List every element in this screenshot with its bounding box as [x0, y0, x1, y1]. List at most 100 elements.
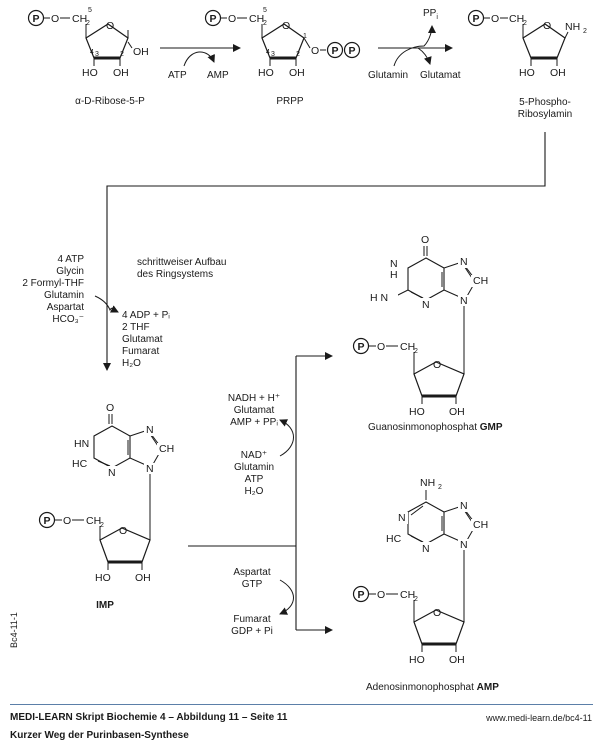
phosphate-circle — [27, 9, 45, 27]
svg-text:N: N — [146, 424, 154, 436]
svg-text:OH: OH — [113, 67, 129, 79]
svg-text:OH: OH — [133, 46, 149, 58]
svg-text:2: 2 — [263, 20, 267, 27]
pathway-connector — [94, 132, 546, 371]
svg-text:O: O — [491, 13, 499, 25]
svg-text:N: N — [460, 295, 468, 307]
svg-text:P: P — [210, 13, 217, 25]
svg-text:OH: OH — [449, 406, 465, 418]
svg-text:N: N — [146, 463, 154, 475]
amp-reaction-outputs: Fumarat GDP + Pi — [231, 614, 273, 637]
svg-text:2: 2 — [86, 20, 90, 27]
svg-text:P: P — [349, 45, 356, 57]
imp-structure: O HN HC N N CH N P O CH 2 O HO — [38, 402, 177, 584]
step2-pyrophosphate: PPi — [423, 8, 438, 21]
svg-text:5: 5 — [88, 7, 92, 14]
phosphoribosylamin-label-line1: 5-Phospho- — [519, 97, 571, 108]
svg-text:HO: HO — [258, 67, 274, 79]
svg-text:2: 2 — [414, 348, 418, 355]
phosphoribosylamin-structure: P O CH 2 O NH 2 HO OH — [467, 9, 587, 79]
svg-text:CH: CH — [400, 341, 415, 353]
branch-connector — [188, 352, 333, 634]
gmp-label: Guanosinmonophosphat GMP — [368, 422, 503, 433]
svg-text:O: O — [311, 45, 319, 57]
ring-build-outputs: 4 ADP + Pᵢ 2 THF Glutamat Fumarat H₂O — [122, 310, 170, 369]
svg-text:HO: HO — [409, 406, 425, 418]
ring-build-description-1: schrittweiser Aufbau — [137, 257, 227, 268]
svg-text:CH: CH — [473, 275, 488, 287]
oxygen-label: O — [51, 13, 59, 25]
gmp-reaction-outputs: NADH + H⁺ Glutamat AMP + PPᵢ — [227, 393, 281, 428]
ribose-5-phosphate-structure: P O CH 2 5 O 4 3 2 OH HO OH — [27, 7, 149, 79]
svg-text:2: 2 — [414, 596, 418, 603]
svg-text:O: O — [433, 607, 441, 619]
svg-text:HC: HC — [72, 458, 88, 470]
prpp-structure: P O CH 2 5 O 4 3 2 1 O P P HO OH — [204, 7, 361, 79]
svg-text:N: N — [390, 258, 398, 270]
svg-text:2: 2 — [523, 20, 527, 27]
svg-text:P: P — [44, 515, 51, 527]
imp-label: IMP — [96, 600, 114, 611]
svg-text:O: O — [106, 402, 114, 414]
svg-text:P: P — [358, 589, 365, 601]
svg-text:3: 3 — [95, 51, 99, 58]
svg-text:N: N — [108, 467, 116, 479]
ring-build-inputs: 4 ATP Glycin 2 Formyl-THF Glutamin Aspar… — [22, 254, 84, 325]
amp-label: Adenosinmonophosphat AMP — [366, 682, 499, 693]
step1-input: ATP — [168, 70, 187, 81]
reaction-arrow-1 — [160, 44, 241, 67]
svg-text:1: 1 — [303, 33, 307, 40]
svg-text:O: O — [377, 589, 385, 601]
svg-text:2: 2 — [120, 51, 124, 58]
step2-input: Glutamin — [368, 70, 409, 81]
svg-text:CH: CH — [400, 589, 415, 601]
svg-text:H: H — [390, 269, 398, 281]
svg-text:HO: HO — [95, 572, 111, 584]
svg-text:CH: CH — [473, 519, 488, 531]
svg-text:HO: HO — [519, 67, 535, 79]
svg-text:OH: OH — [289, 67, 305, 79]
svg-text:N: N — [398, 512, 406, 524]
footer-subtitle: Kurzer Weg der Purinbasen-Synthese — [10, 730, 189, 741]
amp-structure: NH 2 N HC N N CH N P O CH 2 O — [352, 477, 491, 666]
svg-text:P: P — [358, 341, 365, 353]
svg-text:3: 3 — [271, 51, 275, 58]
gmp-reaction-inputs: NAD⁺ Glutamin ATP H₂O — [233, 450, 274, 497]
svg-text:P: P — [332, 45, 339, 57]
svg-text:2: 2 — [583, 28, 587, 35]
svg-text:HC: HC — [386, 533, 402, 545]
svg-text:2: 2 — [100, 522, 104, 529]
step1-output: AMP — [207, 70, 229, 81]
svg-text:CH: CH — [86, 515, 101, 527]
footer-title: MEDI-LEARN Skript Biochemie 4 – Abbildun… — [10, 712, 288, 723]
reaction-arrow-2 — [378, 25, 453, 67]
prpp-label: PRPP — [276, 96, 304, 107]
svg-text:O: O — [63, 515, 71, 527]
svg-text:CH: CH — [159, 443, 174, 455]
phosphate-label: P — [33, 13, 40, 25]
svg-text:4: 4 — [90, 49, 94, 56]
footer-divider — [10, 704, 593, 705]
svg-text:P: P — [473, 13, 480, 25]
svg-text:O: O — [543, 20, 551, 32]
svg-text:HN: HN — [74, 438, 89, 450]
svg-text:O: O — [377, 341, 385, 353]
svg-text:O: O — [228, 13, 236, 25]
svg-text:HO: HO — [82, 67, 98, 79]
amp-reaction-inputs: Aspartat GTP — [233, 567, 271, 590]
footer-url: www.medi-learn.de/bc4-11 — [486, 713, 592, 723]
ch2-label: CH — [72, 13, 87, 25]
svg-text:N: N — [460, 256, 468, 268]
svg-text:OH: OH — [550, 67, 566, 79]
svg-text:O: O — [106, 20, 114, 32]
svg-text:O: O — [433, 359, 441, 371]
figure-code: Bc4-11-1 — [9, 612, 19, 648]
phosphoribosylamin-label-line2: Ribosylamin — [517, 109, 573, 120]
svg-text:HO: HO — [409, 654, 425, 666]
svg-text:NH: NH — [420, 477, 435, 489]
svg-text:N: N — [422, 543, 430, 555]
svg-text:OH: OH — [449, 654, 465, 666]
ring-build-description-2: des Ringsystems — [137, 269, 214, 280]
